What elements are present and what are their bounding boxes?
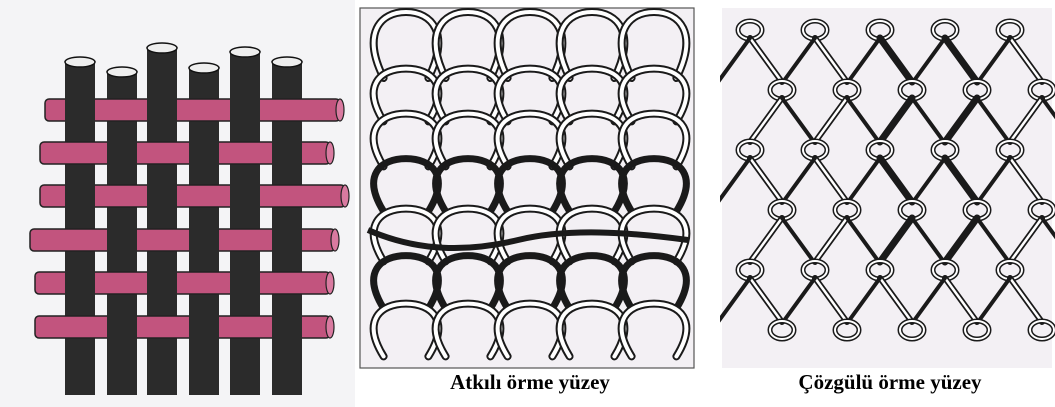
- weft-yarn-end: [326, 272, 334, 294]
- warp-knit-caption: Çözgülü örme yüzey: [740, 370, 1040, 395]
- weft-yarn-end: [326, 142, 334, 164]
- warp-crossing-over: [147, 271, 177, 295]
- warp-crossing-over: [65, 98, 95, 122]
- weft-knit-illustration: [358, 0, 698, 372]
- warp-yarn-end: [107, 67, 137, 77]
- weft-yarn-end: [336, 99, 344, 121]
- warp-knit-illustration: [720, 0, 1055, 372]
- weft-yarn-end: [326, 316, 334, 338]
- woven-fabric-illustration: [0, 0, 355, 407]
- warp-crossing-over: [272, 315, 302, 339]
- warp-yarn-end: [189, 63, 219, 73]
- warp-crossing-over: [107, 141, 137, 165]
- warp-crossing-over: [272, 228, 302, 252]
- warp-knit-drawing: [720, 0, 1055, 372]
- warp-crossing-over: [230, 98, 260, 122]
- weft-yarn-end: [341, 185, 349, 207]
- warp-crossing-over: [189, 141, 219, 165]
- warp-crossing-over: [107, 315, 137, 339]
- warp-crossing-over: [65, 271, 95, 295]
- warp-crossing-over: [147, 98, 177, 122]
- warp-yarn-end: [65, 57, 95, 67]
- warp-crossing-over: [230, 271, 260, 295]
- warp-yarn-end: [230, 47, 260, 57]
- warp-yarn-end: [147, 43, 177, 53]
- warp-crossing-over: [65, 184, 95, 208]
- weft-yarn-end: [331, 229, 339, 251]
- warp-crossing-over: [107, 228, 137, 252]
- warp-crossing-over: [189, 315, 219, 339]
- weft-knit-frame: [360, 8, 694, 368]
- warp-crossing-over: [272, 141, 302, 165]
- warp-crossing-over: [230, 184, 260, 208]
- warp-yarn-end: [272, 57, 302, 67]
- weft-knit-drawing: [358, 0, 698, 372]
- weft-knit-caption: Atkılı örme yüzey: [380, 370, 680, 395]
- warp-crossing-over: [189, 228, 219, 252]
- woven-fabric-drawing: [0, 0, 355, 407]
- warp-crossing-over: [147, 184, 177, 208]
